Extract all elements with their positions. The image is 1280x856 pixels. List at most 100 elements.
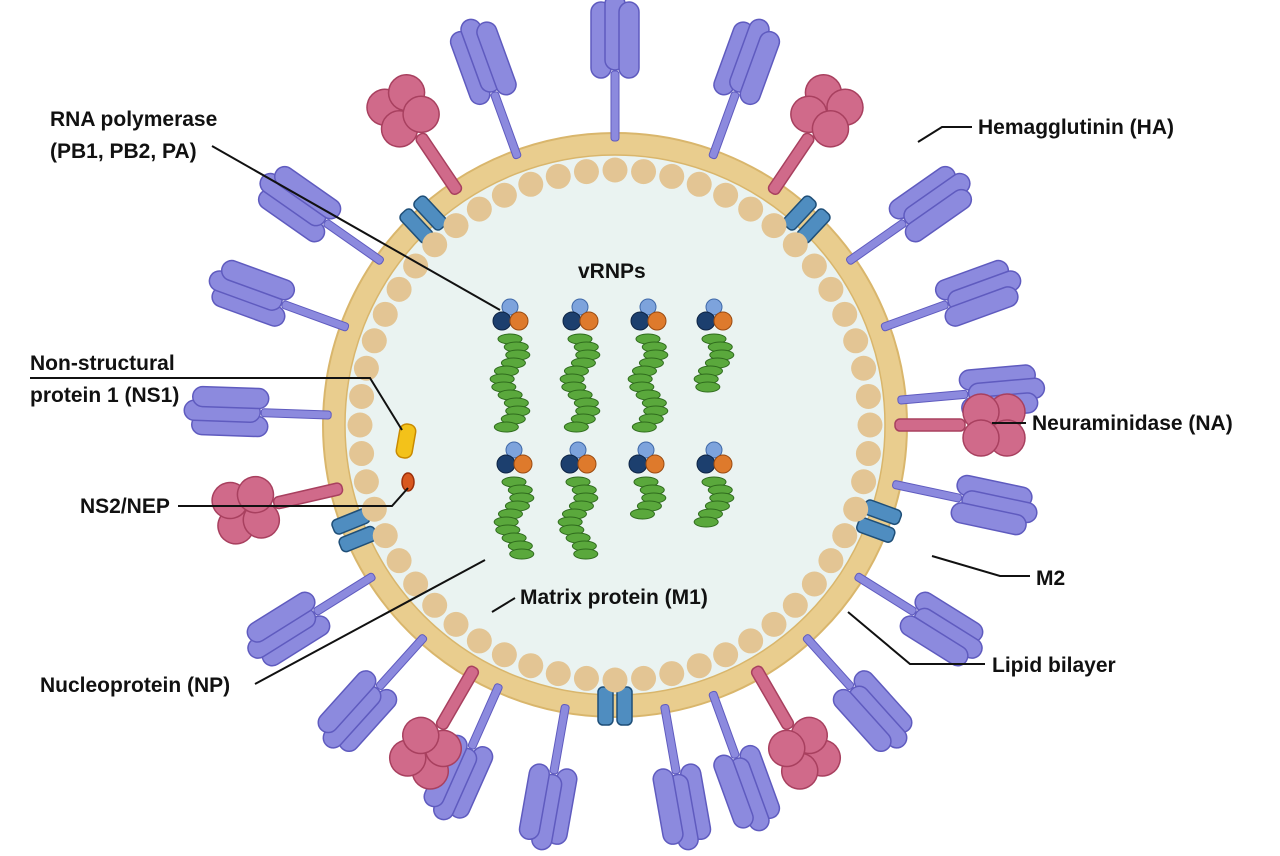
hemagglutinin-spike — [208, 259, 350, 332]
leader-lines — [30, 126, 1030, 685]
matrix-protein-bead — [518, 653, 544, 679]
polymerase-pb1 — [569, 441, 587, 459]
hemagglutinin-spike — [183, 385, 332, 438]
matrix-protein-bead — [347, 412, 373, 438]
hemagglutinin-subunit — [618, 1, 640, 79]
m2-channel — [331, 508, 378, 553]
matrix-protein-bead — [801, 253, 827, 279]
matrix-protein-leader — [491, 597, 516, 613]
hemagglutinin-spike — [449, 18, 522, 160]
hemagglutinin-subunit — [476, 21, 517, 96]
neuraminidase-spike — [750, 665, 842, 790]
hemagglutinin-stem — [260, 408, 332, 420]
hemagglutinin-spike — [652, 703, 712, 851]
matrix-protein-bead — [403, 253, 429, 279]
matrix-protein-bead — [659, 163, 685, 189]
nucleoprotein-segment — [563, 421, 589, 433]
polymerase-pb2 — [562, 311, 582, 331]
hemagglutinin-stem — [375, 634, 428, 691]
matrix-protein-bead — [573, 159, 599, 185]
m2-subunit — [856, 517, 896, 543]
hemagglutinin-subunit — [713, 754, 754, 829]
hemagglutinin-stem — [854, 572, 917, 616]
matrix-protein-bead — [349, 441, 375, 467]
nucleoprotein-segment — [629, 508, 655, 520]
hemagglutinin-stem — [313, 572, 376, 616]
polymerase-pa — [577, 454, 597, 474]
m2-channel — [856, 499, 903, 543]
matrix-protein-bead — [832, 301, 858, 327]
ns1-label: Non-structural — [30, 352, 175, 375]
hemagglutinin-subunit — [191, 385, 270, 410]
lipid-bilayer-leader — [847, 611, 985, 665]
hemagglutinin-spike — [317, 634, 428, 753]
neuraminidase-spike — [211, 475, 344, 545]
nucleoprotein-label: Nucleoprotein (NP) — [40, 674, 230, 697]
nucleoprotein-segment — [493, 421, 519, 433]
polymerase-pa — [513, 454, 533, 474]
polymerase-pa — [647, 311, 667, 331]
polymerase-pb2 — [492, 311, 512, 331]
hemagglutinin-subunit — [899, 615, 969, 667]
matrix-protein-bead — [851, 355, 877, 381]
hemagglutinin-subunit — [944, 286, 1019, 327]
matrix-protein-bead — [349, 383, 375, 409]
matrix-protein-bead — [353, 469, 379, 495]
m2-subunit — [597, 686, 614, 726]
hemagglutinin-stem — [281, 300, 350, 332]
matrix-protein-bead — [713, 642, 739, 668]
matrix-protein-bead — [631, 159, 657, 185]
neuraminidase-stem — [750, 665, 795, 731]
matrix-protein-bead — [761, 611, 787, 637]
matrix-protein-bead — [443, 611, 469, 637]
hemagglutinin-spike — [518, 703, 578, 851]
matrix-protein-bead — [372, 523, 398, 549]
m2-subunit — [413, 195, 448, 231]
polymerase-pa — [509, 311, 529, 331]
neuraminidase-stem — [435, 665, 480, 731]
polymerase-pa — [713, 311, 733, 331]
neuraminidase-head — [402, 95, 440, 134]
matrix-protein-bead — [466, 196, 492, 222]
neuraminidase-spike — [388, 665, 480, 790]
rna-polymerase-subunits-label: (PB1, PB2, PA) — [50, 140, 197, 163]
matrix-protein-bead — [386, 548, 412, 574]
hemagglutinin-spike — [854, 572, 984, 667]
hemagglutinin-subunit — [273, 165, 342, 220]
hemagglutinin-stem — [892, 480, 963, 503]
hemagglutinin-spike — [892, 474, 1038, 536]
matrix-protein-bead — [782, 592, 808, 618]
m2-subunit — [782, 195, 817, 231]
polymerase-pb1 — [637, 441, 655, 459]
polymerase-pb1 — [505, 441, 523, 459]
hemagglutinin-subunit — [518, 763, 550, 841]
matrix-protein-bead — [545, 661, 571, 687]
matrix-protein-bead — [686, 653, 712, 679]
hemagglutinin-label: Hemagglutinin (HA) — [978, 116, 1174, 139]
matrix-protein-bead — [631, 665, 657, 691]
matrix-protein-bead — [738, 628, 764, 654]
neuraminidase-head — [962, 419, 1000, 457]
polymerase-pb2 — [560, 454, 580, 474]
hemagglutinin-spike — [708, 18, 781, 160]
polymerase-pb1 — [501, 298, 519, 316]
polymerase-pb2 — [628, 454, 648, 474]
matrix-protein-bead — [843, 328, 869, 354]
matrix-protein-bead — [713, 182, 739, 208]
hemagglutinin-subunit — [246, 591, 316, 643]
polymerase-pa — [713, 454, 733, 474]
lipid-bilayer-label: Lipid bilayer — [992, 654, 1116, 677]
hemagglutinin-spike — [846, 165, 973, 265]
polymerase-pb1 — [639, 298, 657, 316]
ns-proteins — [395, 423, 417, 492]
neuraminidase-spike — [894, 393, 1026, 457]
hemagglutinin-leader — [917, 126, 972, 143]
matrix-protein-bead — [855, 441, 881, 467]
matrix-protein-bead — [818, 276, 844, 302]
hemagglutinin-spike — [257, 165, 384, 265]
hemagglutinin-stem — [660, 703, 681, 775]
vrnp — [693, 298, 735, 393]
vrnp — [559, 298, 601, 433]
vrnp — [489, 298, 531, 433]
neuraminidase-spike — [767, 73, 864, 196]
